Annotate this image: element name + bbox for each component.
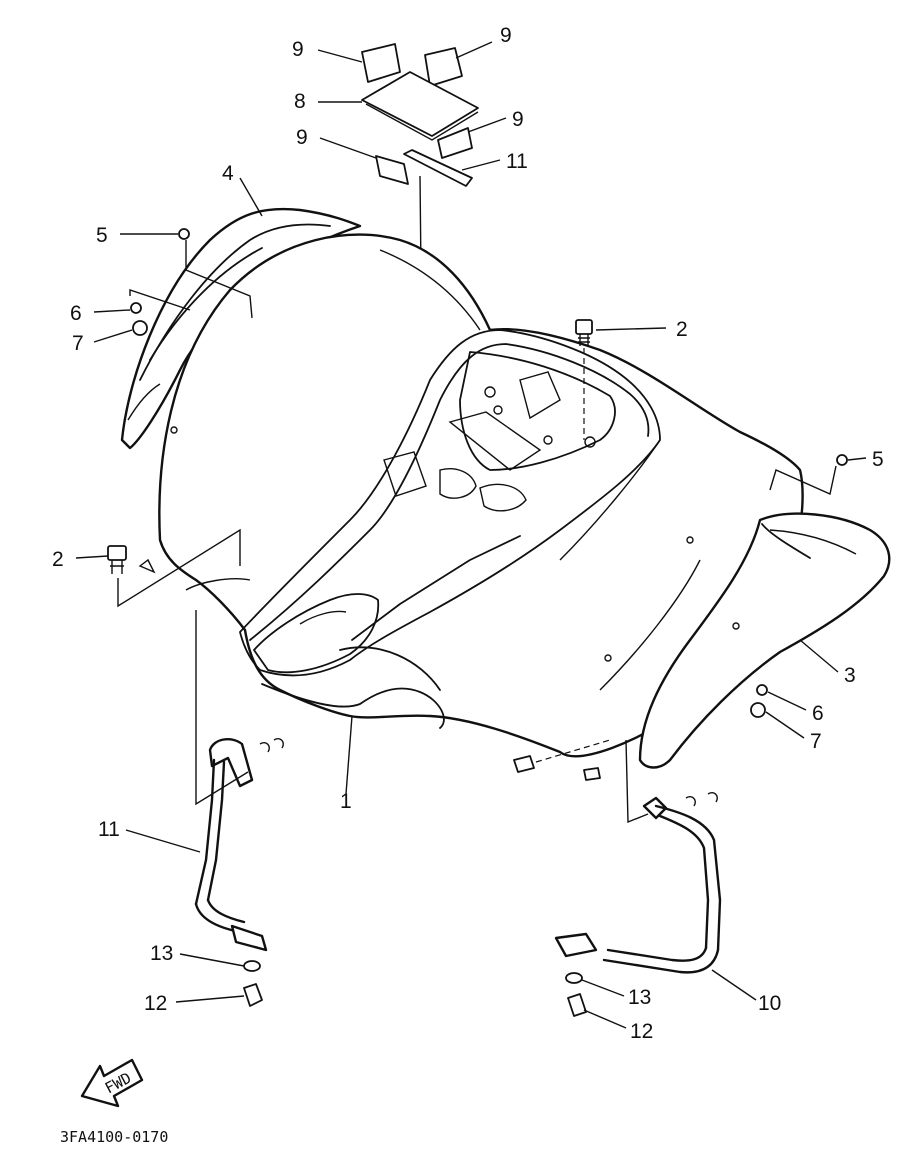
right-fender-3	[638, 512, 891, 769]
top-pads-group	[361, 43, 479, 187]
fasteners	[107, 228, 848, 781]
callout-11: 11	[506, 150, 528, 173]
left-fender-4	[120, 207, 362, 450]
washer-6-left	[130, 302, 142, 314]
callout-12: 12	[630, 1020, 653, 1043]
callout-13: 13	[628, 986, 651, 1009]
strip-11	[403, 149, 473, 187]
callout-7: 7	[810, 730, 822, 753]
fwd-arrow-icon: FWD	[80, 1058, 144, 1108]
callout-2: 2	[52, 548, 64, 571]
callouts: 9 9 8 9 9 11 4 5 6 7 2 5 2 3 6 7 1 11 13…	[52, 24, 884, 1043]
callout-6: 6	[70, 302, 82, 325]
callout-4: 4	[222, 162, 234, 185]
right-grab-bar-10	[554, 739, 722, 1017]
bolt-2-right	[575, 319, 593, 335]
callout-3: 3	[844, 664, 856, 687]
rear-body-1	[158, 233, 804, 758]
nut-7-left	[132, 320, 148, 336]
callout-9: 9	[296, 126, 308, 149]
washer-13-left	[243, 960, 261, 972]
leader-lines	[75, 41, 867, 1029]
callout-5: 5	[96, 224, 108, 247]
part-code: 3FA4100-0170	[60, 1128, 168, 1146]
callout-7: 7	[72, 332, 84, 355]
washer-6-right	[756, 684, 768, 696]
nut-7-right	[750, 702, 766, 718]
screw-5-left	[178, 228, 190, 240]
bolt-2-left	[107, 545, 127, 561]
bolt-12-left	[243, 983, 263, 1007]
callout-2: 2	[676, 318, 688, 341]
callout-9: 9	[292, 38, 304, 61]
callout-9: 9	[500, 24, 512, 47]
callout-11: 11	[98, 818, 120, 841]
left-grab-bar-11	[194, 610, 284, 1007]
washer-13-right	[565, 972, 583, 984]
bolt-lower-center	[513, 755, 535, 773]
callout-13: 13	[150, 942, 173, 965]
callout-10: 10	[758, 992, 781, 1015]
callout-12: 12	[144, 992, 167, 1015]
bolt-12-right	[567, 993, 587, 1017]
pad-9-top-left	[361, 43, 401, 83]
plate-8-edge	[365, 103, 479, 141]
callout-8: 8	[294, 90, 306, 113]
callout-9: 9	[512, 108, 524, 131]
callout-6: 6	[812, 702, 824, 725]
plate-8	[361, 71, 479, 137]
pad-9-mid-right	[437, 127, 473, 159]
pad-9-left	[375, 155, 409, 185]
screw-5-right	[836, 454, 848, 466]
pad-9-top-right	[424, 47, 463, 87]
callout-1: 1	[340, 790, 352, 813]
callout-5: 5	[872, 448, 884, 471]
